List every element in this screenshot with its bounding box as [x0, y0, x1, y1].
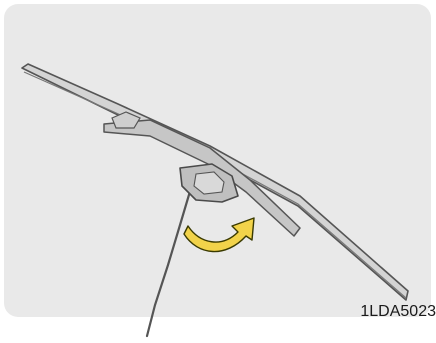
figure-code-label: 1LDA5023 — [360, 303, 436, 321]
curved-arrow-icon — [184, 218, 254, 252]
arrow-body — [184, 218, 254, 252]
wiper-blade-icon — [22, 64, 408, 300]
wiper-arm-rod — [147, 188, 191, 336]
